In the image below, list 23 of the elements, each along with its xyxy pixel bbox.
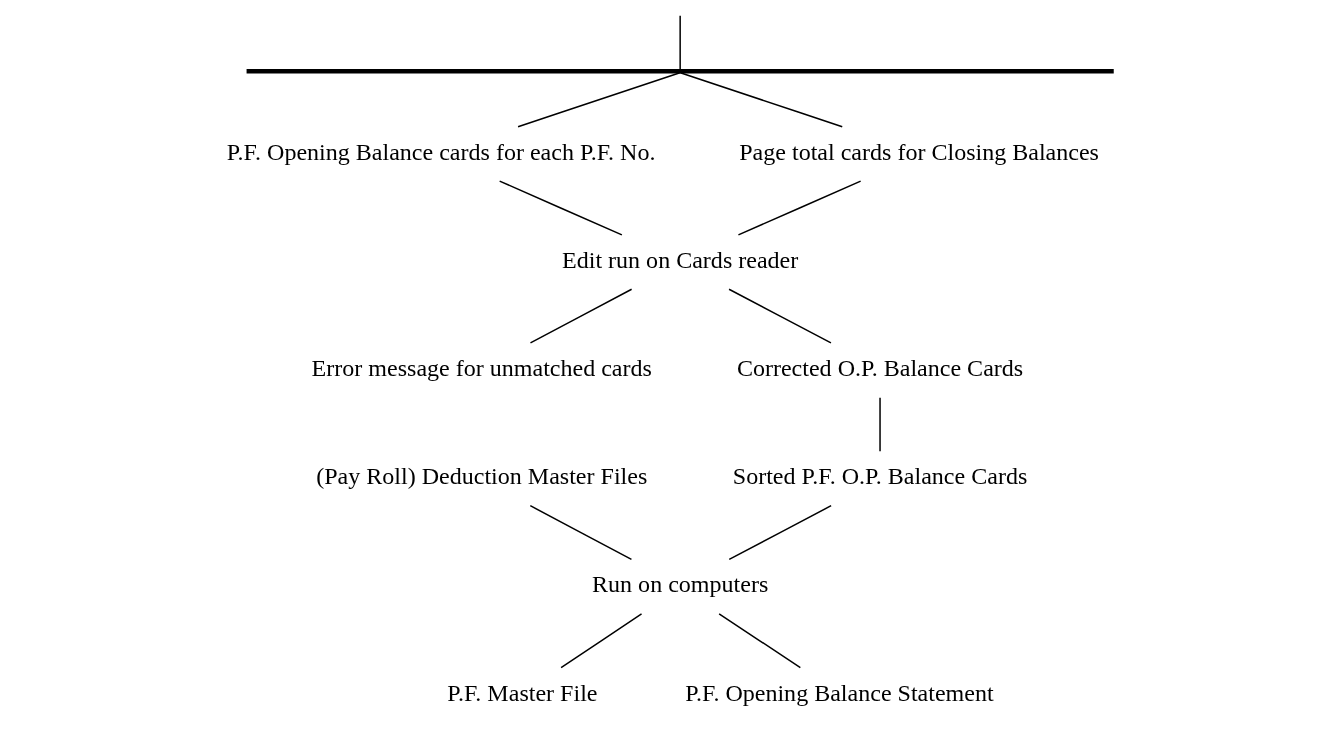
node-text: Page total cards for Closing Balances bbox=[739, 138, 1099, 165]
connector bbox=[728, 288, 832, 344]
node-text: (Pay Roll) Deduction Master Files bbox=[316, 463, 648, 490]
node-text: Corrected O.P. Balance Cards bbox=[736, 354, 1024, 381]
connector bbox=[737, 180, 862, 236]
node-text: P.F. Opening Balance Statement bbox=[685, 679, 994, 706]
connector bbox=[560, 613, 643, 669]
node-text: Edit run on Cards reader bbox=[562, 246, 799, 273]
node-bar bbox=[246, 68, 1114, 74]
connector bbox=[517, 72, 681, 128]
connector bbox=[529, 288, 633, 344]
connector bbox=[529, 504, 633, 561]
connector bbox=[728, 504, 832, 561]
connector bbox=[679, 72, 843, 128]
node-text: Error message for unmatched cards bbox=[311, 354, 652, 381]
connector bbox=[679, 14, 681, 71]
connector bbox=[879, 397, 881, 452]
connector bbox=[498, 180, 623, 236]
node-text: P.F. Master File bbox=[447, 679, 598, 706]
node-text: Sorted P.F. O.P. Balance Cards bbox=[732, 463, 1028, 490]
node-text: P.F. Opening Balance cards for each P.F. No. bbox=[226, 138, 656, 165]
node-text: Run on computers bbox=[592, 571, 769, 598]
connector bbox=[718, 613, 802, 669]
